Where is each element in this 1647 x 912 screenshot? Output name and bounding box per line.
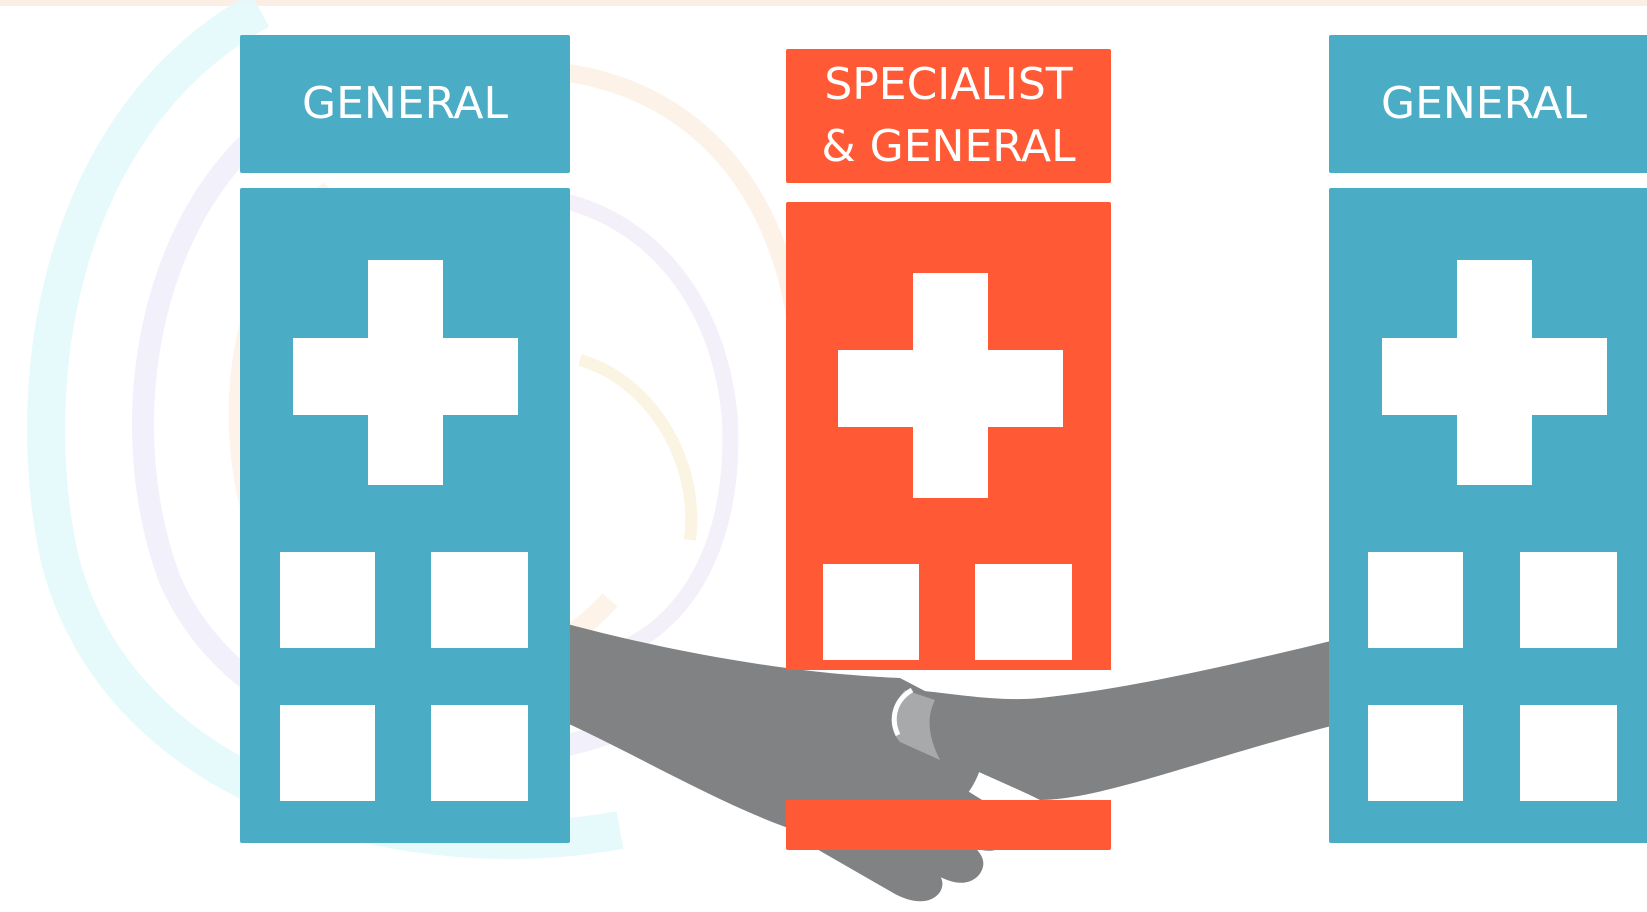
hospital-building-specialist-base <box>786 800 1111 850</box>
hospital-label-general-left: GENERAL <box>240 35 570 173</box>
window <box>280 705 375 801</box>
window <box>823 564 919 660</box>
hospital-building-general-right <box>1329 188 1647 843</box>
medical-cross-icon-bar <box>293 338 518 415</box>
medical-cross-icon-bar <box>838 350 1063 427</box>
window <box>280 552 375 648</box>
label-text: GENERAL <box>1380 78 1587 130</box>
label-text: GENERAL <box>301 78 508 130</box>
top-band <box>0 0 1647 6</box>
hospital-label-specialist: SPECIALIST & GENERAL <box>786 49 1111 183</box>
window <box>431 552 528 648</box>
window <box>431 705 528 801</box>
medical-cross-icon-bar <box>1382 338 1607 415</box>
hospital-label-general-right: GENERAL <box>1329 35 1647 173</box>
label-line-1: SPECIALIST <box>824 59 1073 111</box>
window <box>1520 552 1617 648</box>
hospital-building-general-left <box>240 188 570 843</box>
window <box>975 564 1072 660</box>
window <box>1368 552 1463 648</box>
label-line-2: & GENERAL <box>821 121 1076 172</box>
hospital-building-specialist <box>786 202 1111 670</box>
window <box>1520 705 1617 801</box>
window <box>1368 705 1463 801</box>
